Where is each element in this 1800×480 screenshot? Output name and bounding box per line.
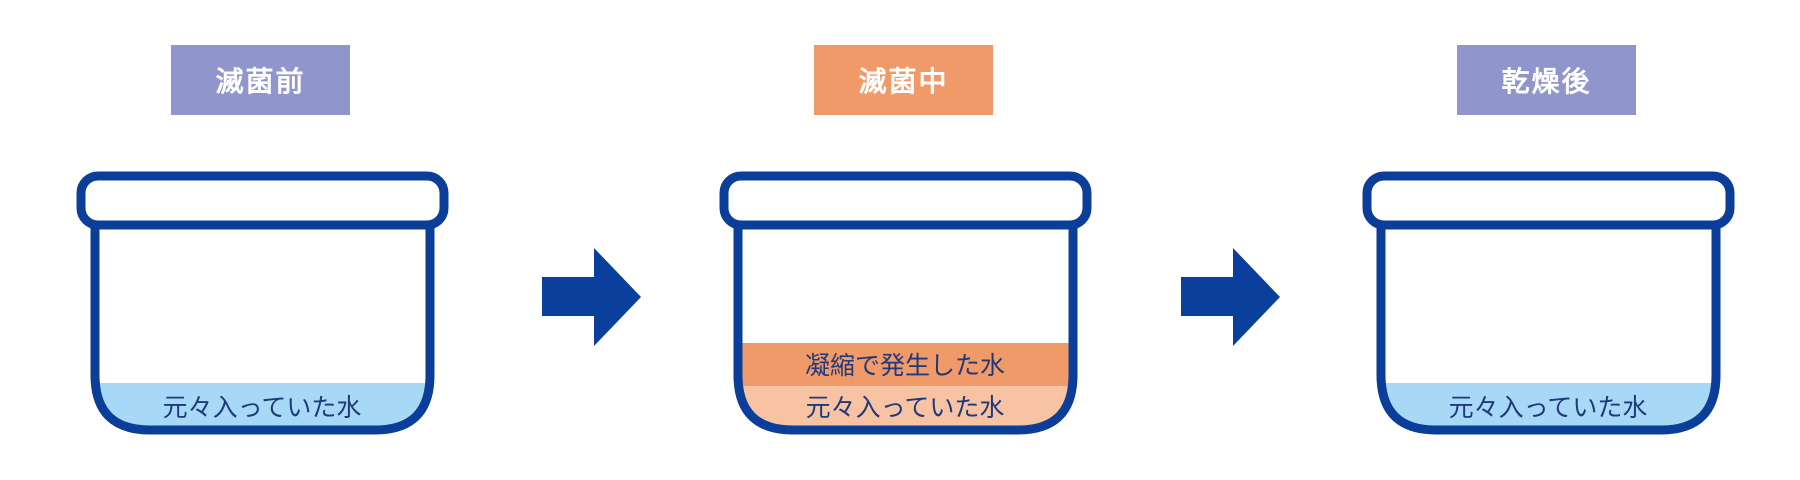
container-before-sterilization: 元々入っていた水 bbox=[76, 171, 449, 435]
container-body bbox=[733, 225, 1078, 435]
right-arrow-icon bbox=[542, 248, 641, 346]
water-layer-original bbox=[738, 386, 1073, 430]
step-label-after-drying: 乾燥後 bbox=[1457, 45, 1636, 115]
step-label-during-sterilization: 滅菌中 bbox=[814, 45, 993, 115]
water-layer-label: 元々入っていた水 bbox=[163, 393, 362, 422]
water-layer-original bbox=[95, 383, 430, 430]
water-layer-label: 元々入っていた水 bbox=[1449, 393, 1648, 422]
container-body bbox=[90, 225, 435, 435]
container-lid bbox=[76, 171, 449, 230]
container-lid bbox=[1362, 171, 1735, 230]
right-arrow-icon bbox=[1181, 248, 1280, 346]
container-body bbox=[1376, 225, 1721, 435]
container-lid bbox=[719, 171, 1092, 230]
water-layer-condensed bbox=[738, 343, 1073, 387]
container-during-sterilization: 凝縮で発生した水 元々入っていた水 bbox=[719, 171, 1092, 435]
water-layer-condensed-label: 凝縮で発生した水 bbox=[805, 351, 1005, 380]
water-layer-original bbox=[1381, 383, 1716, 430]
water-layer-original-label: 元々入っていた水 bbox=[806, 393, 1005, 422]
container-after-drying: 元々入っていた水 bbox=[1362, 171, 1735, 435]
step-label-before-sterilization: 滅菌前 bbox=[171, 45, 350, 115]
